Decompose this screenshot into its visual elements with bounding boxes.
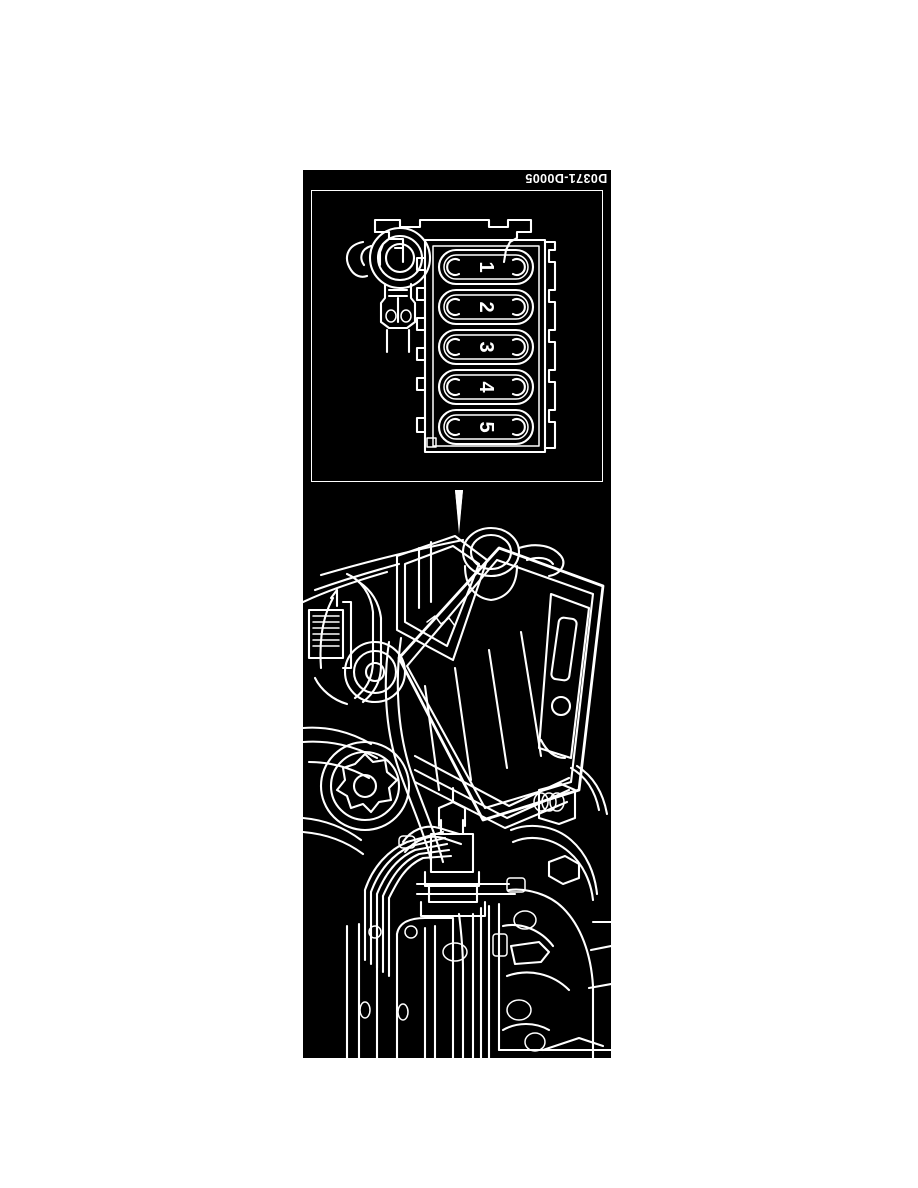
engine-bay-drawing: [303, 490, 611, 1058]
hose-runs-left: [303, 636, 445, 864]
wiring-harness-bundle: [363, 830, 453, 978]
right-stub-connector: [533, 782, 577, 826]
lower-left-panel: [345, 916, 455, 1058]
callout-pointer: [443, 490, 471, 534]
hood-edge-lines: [303, 538, 465, 604]
connector-label-4: 4: [475, 381, 497, 393]
pulley-outline: [343, 640, 407, 704]
misc-detail-lines: [497, 920, 611, 1052]
right-lower-mount: [492, 888, 595, 1058]
technical-figure: D0371-D0005: [303, 170, 611, 1058]
hose-elbows-center: [398, 786, 467, 854]
detail-view-drawing: 1 2 3: [346, 218, 557, 454]
connector-label-2: 2: [475, 301, 497, 312]
connector-slot-2: 2: [437, 288, 535, 326]
left-bracket-ribbed: [307, 588, 353, 670]
connector-label-5: 5: [475, 421, 497, 432]
battery-box-outline: [397, 546, 605, 830]
coil-pack-mount: [395, 526, 565, 662]
engine-compartment-panel: [303, 490, 611, 1058]
connector-slot-1: 1: [437, 248, 535, 286]
round-connector-outline: [346, 226, 432, 354]
connector-slot-4: 4: [437, 368, 535, 406]
center-rails: [442, 904, 491, 1058]
hose-runs-right: [509, 764, 609, 902]
center-canister-outline: [415, 818, 526, 918]
accessory-pulley-outline: [319, 740, 411, 832]
connector-slot-5: 5: [437, 408, 535, 446]
connector-block-housing: [415, 238, 557, 454]
right-bracket-plate: [537, 592, 591, 760]
detail-panel-frame: [311, 190, 603, 482]
connector-label-1: 1: [475, 261, 497, 272]
detail-callout-panel: D0371-D0005: [303, 170, 611, 490]
connector-label-3: 3: [475, 341, 497, 352]
connector-slot-3: 3: [437, 328, 535, 366]
